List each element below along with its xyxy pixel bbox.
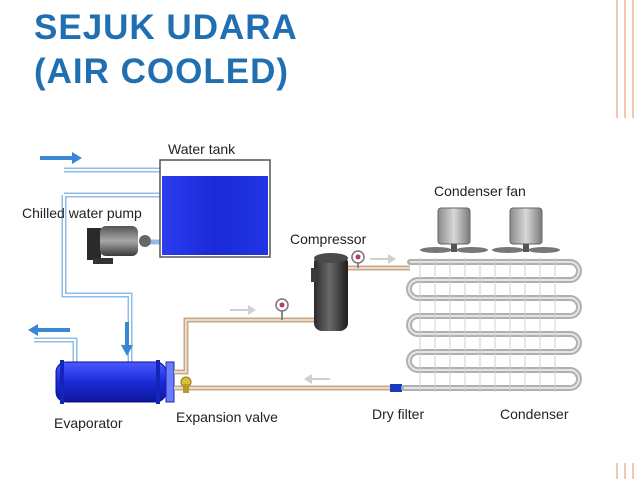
label-water-tank: Water tank xyxy=(168,141,236,157)
label-compressor: Compressor xyxy=(290,231,367,247)
refrigerant-piping xyxy=(174,265,410,391)
compressor xyxy=(311,253,348,331)
chilled-water-pump xyxy=(87,226,151,264)
pressure-gauge-discharge xyxy=(351,250,365,268)
decorative-frame-bottom-right xyxy=(610,463,638,479)
dry-filter xyxy=(390,384,402,392)
condenser-fan-left xyxy=(420,207,488,253)
decorative-frame-top-right xyxy=(610,0,638,118)
inflow-arrow xyxy=(40,152,82,164)
label-chilled-water-pump: Chilled water pump xyxy=(22,205,142,221)
evaporator xyxy=(55,360,175,404)
down-arrow xyxy=(121,322,133,356)
pressure-gauge-suction xyxy=(275,298,289,320)
title-line-2: (AIR COOLED) xyxy=(34,52,290,91)
condenser-fan-right xyxy=(492,207,560,253)
outflow-arrow xyxy=(28,324,70,336)
label-condenser: Condenser xyxy=(500,406,569,422)
water-tank xyxy=(159,159,271,258)
condenser-fins xyxy=(419,258,556,392)
title-line-1: SEJUK UDARA xyxy=(34,8,298,47)
flow-arrows-water xyxy=(28,152,133,356)
water-piping xyxy=(34,167,160,362)
label-condenser-fan: Condenser fan xyxy=(434,183,526,199)
label-dry-filter: Dry filter xyxy=(372,406,424,422)
slide-title: SEJUK UDARA (AIR COOLED) xyxy=(34,6,298,94)
label-evaporator: Evaporator xyxy=(54,415,123,431)
flow-arrows-refrigerant xyxy=(230,254,396,384)
expansion-valve xyxy=(180,376,192,393)
label-expansion-valve: Expansion valve xyxy=(176,409,278,425)
